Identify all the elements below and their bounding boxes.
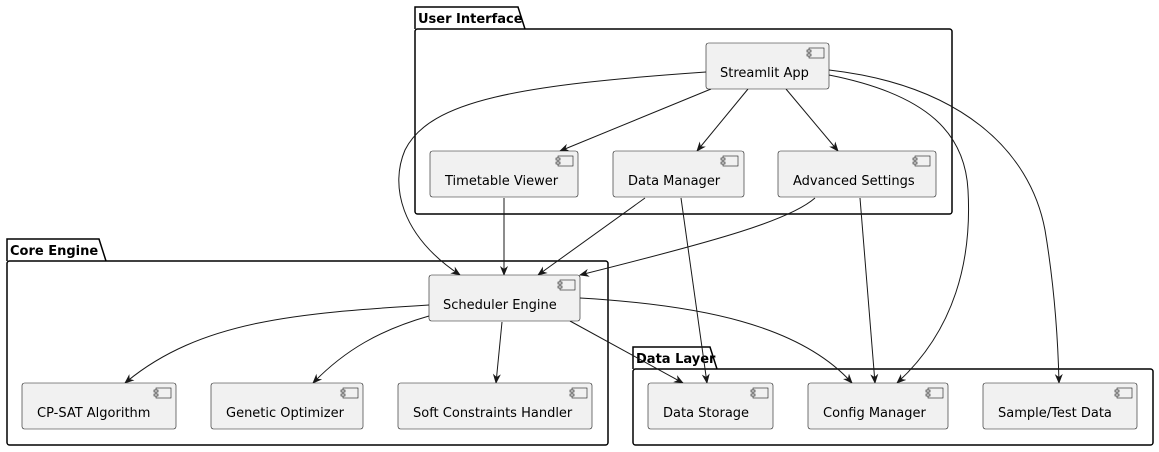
component-advanced-settings[interactable]: Advanced Settings xyxy=(777,150,937,198)
component-icon xyxy=(340,387,359,399)
component-data-storage[interactable]: Data Storage xyxy=(647,382,774,430)
component-icon xyxy=(720,155,739,167)
component-label: Data Storage xyxy=(663,406,749,421)
package-title: Core Engine xyxy=(10,244,98,259)
component-cp-sat-algorithm[interactable]: CP-SAT Algorithm xyxy=(21,382,177,430)
component-label: Advanced Settings xyxy=(793,174,915,189)
component-label: Scheduler Engine xyxy=(443,298,557,313)
component-label: Data Manager xyxy=(628,174,721,189)
component-icon xyxy=(1114,387,1133,399)
component-label: Soft Constraints Handler xyxy=(413,406,573,421)
edge-scheduler-to-soft-constraints xyxy=(492,321,503,384)
component-icon xyxy=(925,387,944,399)
component-icon xyxy=(555,155,574,167)
edge-app-to-sample-test-data xyxy=(828,69,1063,384)
component-streamlit-app[interactable]: Streamlit App xyxy=(705,42,830,90)
package-title: Data Layer xyxy=(636,352,716,367)
component-icon xyxy=(912,155,931,167)
edge-advanced-settings-to-config-manager xyxy=(859,197,879,384)
component-label: Genetic Optimizer xyxy=(226,406,345,421)
component-label: Streamlit App xyxy=(720,66,809,81)
component-sample-test-data[interactable]: Sample/Test Data xyxy=(982,382,1138,430)
component-data-manager[interactable]: Data Manager xyxy=(612,150,745,198)
component-icon xyxy=(153,387,172,399)
edge-data-manager-to-scheduler xyxy=(537,197,646,276)
component-scheduler-engine[interactable]: Scheduler Engine xyxy=(428,274,581,322)
component-label: Timetable Viewer xyxy=(444,174,559,189)
component-icon xyxy=(806,47,825,59)
edge-app-to-timetable-viewer xyxy=(559,88,712,152)
component-timetable-viewer[interactable]: Timetable Viewer xyxy=(429,150,579,198)
edge-scheduler-to-config-manager xyxy=(579,297,853,384)
edge-scheduler-to-genetic-optimizer xyxy=(312,315,430,384)
component-icon xyxy=(569,387,588,399)
edge-advanced-settings-to-scheduler xyxy=(579,197,816,277)
component-label: Config Manager xyxy=(823,406,926,421)
component-config-manager[interactable]: Config Manager xyxy=(807,382,949,430)
edge-data-manager-to-data-storage xyxy=(680,197,710,384)
component-icon xyxy=(750,387,769,399)
component-label: Sample/Test Data xyxy=(998,406,1112,421)
package-title: User Interface xyxy=(418,12,523,27)
component-soft-constraints-handler[interactable]: Soft Constraints Handler xyxy=(397,382,593,430)
component-icon xyxy=(557,279,576,291)
edge-app-to-advanced-settings xyxy=(785,88,839,152)
component-genetic-optimizer[interactable]: Genetic Optimizer xyxy=(210,382,364,430)
edge-scheduler-to-data-storage xyxy=(569,320,684,384)
edge-app-to-data-manager xyxy=(696,88,749,152)
edge-scheduler-to-cp-sat xyxy=(124,304,430,384)
edges xyxy=(124,69,1063,384)
edge-app-to-scheduler-engine xyxy=(398,71,707,276)
component-label: CP-SAT Algorithm xyxy=(37,406,150,421)
edge-app-to-config-manager xyxy=(828,74,970,384)
